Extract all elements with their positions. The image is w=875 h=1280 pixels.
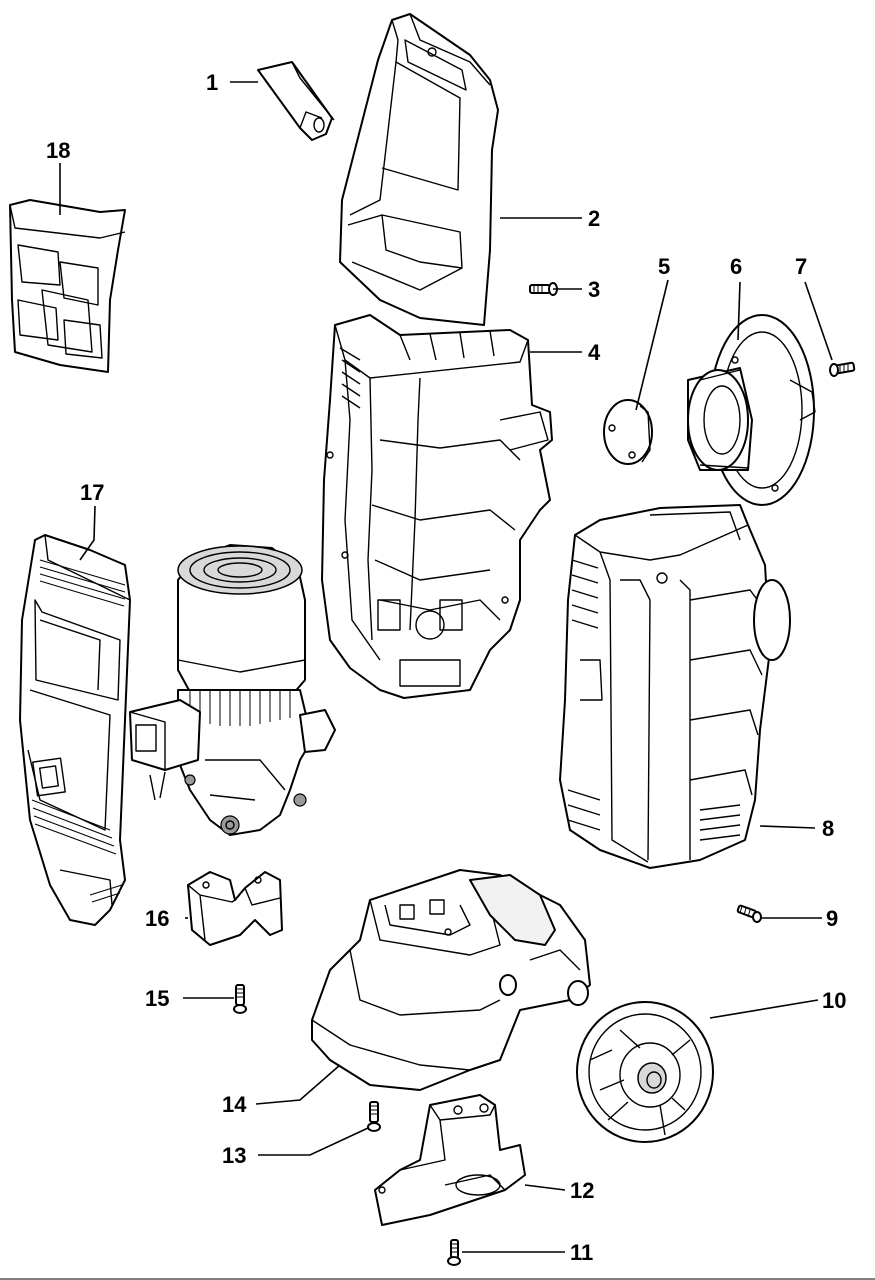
- part-14-base[interactable]: [311, 869, 591, 1091]
- part-8-assembled-housing[interactable]: [559, 504, 791, 869]
- callout-15: 15: [145, 986, 169, 1011]
- callout-3: 3: [588, 277, 600, 302]
- motor-pump-assembly: [129, 544, 336, 836]
- callout-9: 9: [826, 906, 838, 931]
- part-1-clip[interactable]: [257, 61, 335, 141]
- callout-6: 6: [730, 254, 742, 279]
- callout-8: 8: [822, 816, 834, 841]
- callout-10: 10: [822, 988, 846, 1013]
- callout-2: 2: [588, 206, 600, 231]
- callout-5: 5: [658, 254, 670, 279]
- part-16-bracket[interactable]: [187, 871, 283, 946]
- part-17-front-panel[interactable]: [19, 534, 131, 926]
- part-2-handle-housing[interactable]: [339, 13, 499, 326]
- part-10-wheel[interactable]: [576, 1001, 714, 1143]
- callout-17: 17: [80, 480, 104, 505]
- part-4-main-frame[interactable]: [321, 314, 553, 699]
- part-5-disc-cap[interactable]: [603, 399, 653, 465]
- part-9-screw[interactable]: [736, 904, 762, 923]
- part-3-screw[interactable]: [529, 282, 558, 296]
- callout-7: 7: [795, 254, 807, 279]
- callout-14: 14: [222, 1092, 247, 1117]
- callout-11: 11: [570, 1240, 593, 1265]
- part-7-screw[interactable]: [829, 361, 856, 377]
- leader-lines: [59, 81, 833, 1253]
- callout-labels: 1 2 3 4 5 6 7 8 9 10 11 12 13 14 15 16 1…: [46, 70, 846, 1265]
- callout-18: 18: [46, 138, 70, 163]
- part-11-screw[interactable]: [447, 1239, 461, 1266]
- callout-1: 1: [206, 70, 218, 95]
- callout-16: 16: [145, 906, 169, 931]
- callout-13: 13: [222, 1143, 246, 1168]
- part-18-label-sheet[interactable]: [9, 199, 126, 373]
- callout-4: 4: [588, 340, 601, 365]
- part-15-screw[interactable]: [233, 984, 247, 1014]
- part-12-rear-foot[interactable]: [374, 1094, 526, 1226]
- part-13-screw[interactable]: [367, 1101, 381, 1132]
- part-6-flange-cover[interactable]: [687, 314, 816, 506]
- callout-12: 12: [570, 1178, 594, 1203]
